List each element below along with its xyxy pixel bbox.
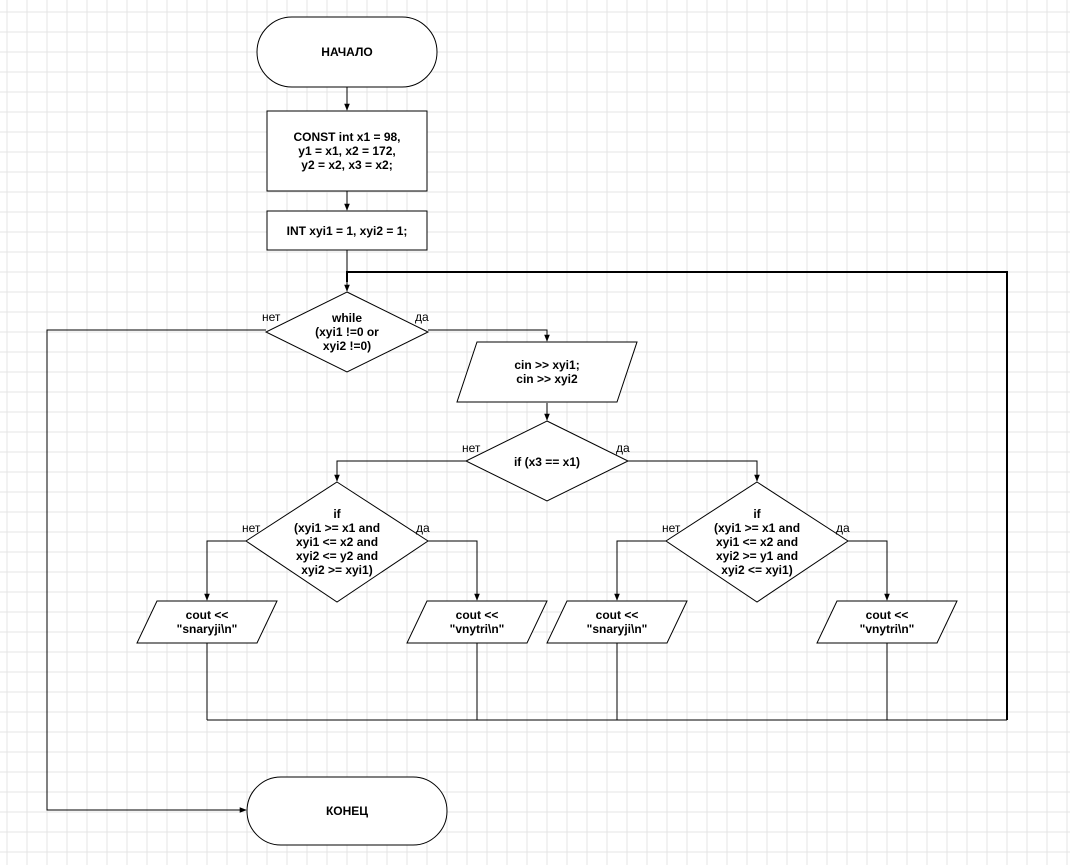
- edge-ifx3-yes: [628, 460, 760, 482]
- out_rr-line-0: cout <<: [866, 608, 909, 622]
- out_ll-line-0: cout <<: [186, 608, 229, 622]
- start-terminal: [256, 16, 438, 88]
- output-right-inside: [816, 600, 958, 644]
- edge-ifx3-no: [334, 460, 466, 482]
- edge-loop-back: [346, 271, 1008, 720]
- if-left-no-label: нет: [242, 521, 261, 535]
- output-right-outside-text: cout <<"snaryji\n": [587, 608, 648, 636]
- edge-labels: нет да нет да нет да нет да: [242, 310, 850, 535]
- int_decl-line-0: INT xyi1 = 1, xyi2 = 1;: [287, 224, 408, 238]
- const_decl-line-1: y1 = x1, x2 = 172,: [298, 144, 395, 158]
- if-right-decision: [665, 481, 849, 603]
- int-declaration-block: [266, 210, 428, 251]
- while_cond-line-0: while: [331, 311, 362, 325]
- if_right-line-3: xyi2 >= y1 and: [716, 549, 798, 563]
- end-line-0: КОНЕЦ: [326, 804, 368, 818]
- input-block: [456, 341, 638, 403]
- output-right-inside-text: cout <<"vnytri\n": [860, 608, 915, 636]
- if-right-no-label: нет: [662, 521, 681, 535]
- start-label: НАЧАЛО: [321, 45, 372, 59]
- while-no-label: нет: [262, 310, 281, 324]
- if_left-line-2: xyi1 <= x2 and: [296, 535, 378, 549]
- out_rr-line-1: "vnytri\n": [860, 622, 915, 636]
- if_right-line-4: xyi2 <= xyi1): [721, 563, 792, 577]
- edge-ifleft-no: [204, 540, 246, 601]
- output-left-outside: [136, 600, 278, 644]
- if-left-yes-label: да: [416, 521, 430, 535]
- output-left-outside-text: cout <<"snaryji\n": [177, 608, 238, 636]
- if_right-line-0: if: [753, 507, 761, 521]
- output-right-outside: [546, 600, 688, 644]
- if-x3-no-label: нет: [462, 441, 481, 455]
- if-x3-yes-label: да: [616, 441, 630, 455]
- if_left-line-0: if: [333, 507, 341, 521]
- edges: [46, 87, 1008, 813]
- edge-ifright-yes: [848, 540, 890, 601]
- out_lr-line-1: "vnytri\n": [450, 622, 505, 636]
- if_right-line-2: xyi1 <= x2 and: [716, 535, 798, 549]
- while_cond-line-1: (xyi1 !=0 or: [315, 325, 379, 339]
- if_left-line-1: (xyi1 >= x1 and: [294, 521, 380, 535]
- out_ll-line-1: "snaryji\n": [177, 622, 238, 636]
- out_rl-line-0: cout <<: [596, 608, 639, 622]
- if-x3-decision: [464, 420, 630, 502]
- end-label: КОНЕЦ: [326, 804, 368, 818]
- const-declaration-text: CONST int x1 = 98,y1 = x1, x2 = 172,y2 =…: [293, 130, 400, 172]
- while-yes-label: да: [415, 310, 429, 324]
- edge-while-yes: [428, 329, 550, 342]
- end-terminal: [246, 776, 448, 846]
- if-left-decision: [245, 481, 429, 603]
- input-text: cin >> xyi1;cin >> xyi2: [514, 358, 579, 386]
- if_right-line-1: (xyi1 >= x1 and: [714, 521, 800, 535]
- if_x3-line-0: if (x3 == x1): [514, 455, 580, 469]
- out_lr-line-0: cout <<: [456, 608, 499, 622]
- output-left-inside: [406, 600, 548, 644]
- const-declaration-block: [266, 110, 428, 192]
- nodes: НАЧАЛО CONST int x1 = 98,y1 = x1, x2 = 1…: [136, 16, 958, 846]
- edge-ifright-no: [614, 540, 666, 601]
- const_decl-line-0: CONST int x1 = 98,: [293, 130, 400, 144]
- out_rl-line-1: "snaryji\n": [587, 622, 648, 636]
- input-line-1: cin >> xyi2: [516, 372, 578, 386]
- edge-ifleft-yes: [428, 540, 480, 601]
- if-x3-text: if (x3 == x1): [514, 455, 580, 469]
- edge-while-no: [46, 329, 266, 813]
- start-line-0: НАЧАЛО: [321, 45, 372, 59]
- const_decl-line-2: y2 = x2, x3 = x2;: [301, 158, 392, 172]
- output-left-inside-text: cout <<"vnytri\n": [450, 608, 505, 636]
- while-decision: [264, 291, 430, 373]
- if-right-yes-label: да: [836, 521, 850, 535]
- input-line-0: cin >> xyi1;: [514, 358, 579, 372]
- while_cond-line-2: xyi2 !=0): [323, 339, 371, 353]
- if_left-line-3: xyi2 <= y2 and: [296, 549, 378, 563]
- if_left-line-4: xyi2 >= xyi1): [301, 563, 372, 577]
- int-declaration-text: INT xyi1 = 1, xyi2 = 1;: [287, 224, 408, 238]
